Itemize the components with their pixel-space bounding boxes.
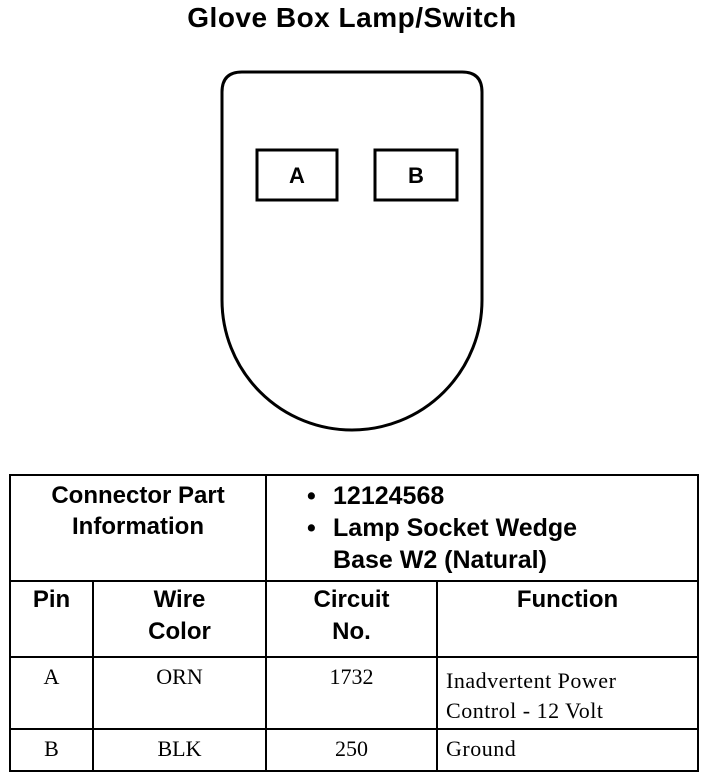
pin-cavity-b xyxy=(373,148,459,202)
part-description-line: • Lamp Socket Wedge xyxy=(307,512,697,544)
col-header-wire-color: Wire Color xyxy=(91,580,268,658)
pin-cell: B xyxy=(9,728,94,772)
diagram-title: Glove Box Lamp/Switch xyxy=(187,2,517,33)
part-description-line-2: Base W2 (Natural) xyxy=(333,546,547,574)
part-number: 12124568 xyxy=(333,482,445,510)
part-info-label-cell: Connector Part Information xyxy=(8,474,268,582)
col-header-wire-color-line-2: Color xyxy=(148,618,211,645)
table-row: A ORN 1732 Inadvertent Power Control - 1… xyxy=(9,656,700,730)
function-line-1: Ground xyxy=(446,736,517,761)
part-info-label-line-1: Connector Part xyxy=(51,482,225,509)
circuit-cell: 250 xyxy=(265,728,439,772)
function-line-1: Inadvertent Power xyxy=(446,668,617,693)
connector-outline xyxy=(220,70,484,432)
pin-label-a: A xyxy=(289,163,305,188)
col-header-circuit: Circuit No. xyxy=(265,580,439,658)
wire-color-cell: ORN xyxy=(91,656,268,730)
pin-cell: A xyxy=(9,656,94,730)
part-number-line: • 12124568 xyxy=(307,480,697,512)
column-header-row: Pin Wire Color Circuit No. Function xyxy=(9,580,700,658)
col-header-circuit-line-1: Circuit xyxy=(313,586,390,613)
function-cell: Ground xyxy=(436,728,700,772)
table-row: B BLK 250 Ground xyxy=(9,728,700,772)
bullet-icon: • xyxy=(307,482,316,510)
function-line-2: Control - 12 Volt xyxy=(446,698,604,723)
part-info-value-cell: • 12124568 • Lamp Socket Wedge Base W2 (… xyxy=(265,474,700,582)
bullet-icon: • xyxy=(307,514,316,542)
col-header-wire-color-line-1: Wire xyxy=(153,586,206,613)
connector-face-diagram: A B xyxy=(220,70,484,432)
pin-label-b: B xyxy=(408,163,424,188)
pin-cavity-a xyxy=(255,148,339,202)
part-description-continuation: Base W2 (Natural) xyxy=(307,544,697,576)
part-info-row: Connector Part Information • 12124568 • … xyxy=(8,474,700,582)
circuit-cell: 1732 xyxy=(265,656,439,730)
function-cell: Inadvertent Power Control - 12 Volt xyxy=(436,656,700,730)
connector-info-table: Connector Part Information • 12124568 • … xyxy=(8,474,700,772)
col-header-pin: Pin xyxy=(9,580,94,658)
wire-color-cell: BLK xyxy=(91,728,268,772)
part-info-label-line-2: Information xyxy=(72,513,204,540)
part-description-line-1: Lamp Socket Wedge xyxy=(333,514,578,542)
col-header-function: Function xyxy=(436,580,700,658)
col-header-circuit-line-2: No. xyxy=(332,618,371,645)
